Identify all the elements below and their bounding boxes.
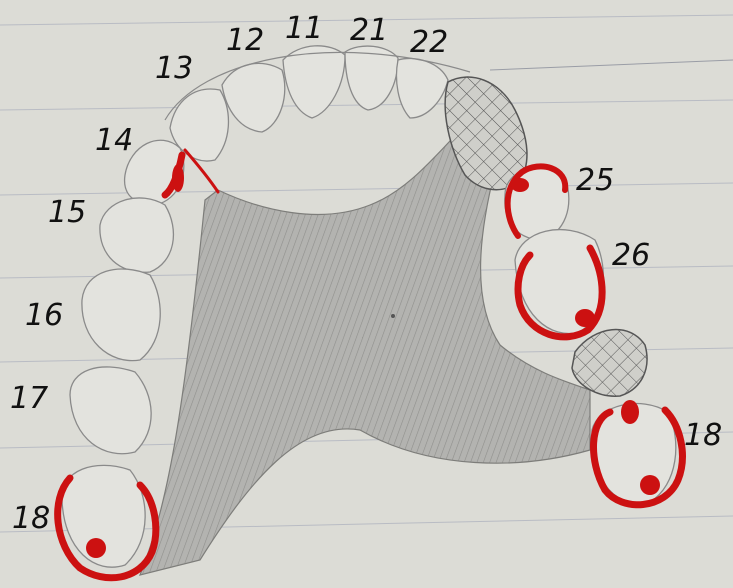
rest-28-distal bbox=[640, 475, 660, 495]
rest-25 bbox=[511, 178, 529, 192]
label-12: 12 bbox=[226, 23, 264, 58]
label-18-left: 18 bbox=[12, 501, 50, 536]
label-25: 25 bbox=[576, 163, 614, 198]
rest-13 bbox=[172, 164, 184, 192]
rest-26 bbox=[575, 309, 595, 327]
label-26: 26 bbox=[612, 238, 650, 273]
rest-28-occlusal bbox=[621, 400, 639, 424]
label-11: 11 bbox=[285, 11, 323, 46]
label-21: 21 bbox=[350, 13, 388, 48]
label-15-left: 15 bbox=[48, 195, 86, 230]
label-13: 13 bbox=[155, 51, 193, 86]
label-28: 18 bbox=[684, 418, 722, 453]
label-17-left: 17 bbox=[10, 381, 48, 416]
label-16-left: 16 bbox=[25, 298, 63, 333]
pencil-dot bbox=[391, 314, 395, 318]
label-22: 22 bbox=[410, 25, 448, 60]
label-14: 14 bbox=[95, 123, 133, 158]
rest-18-left bbox=[86, 538, 106, 558]
